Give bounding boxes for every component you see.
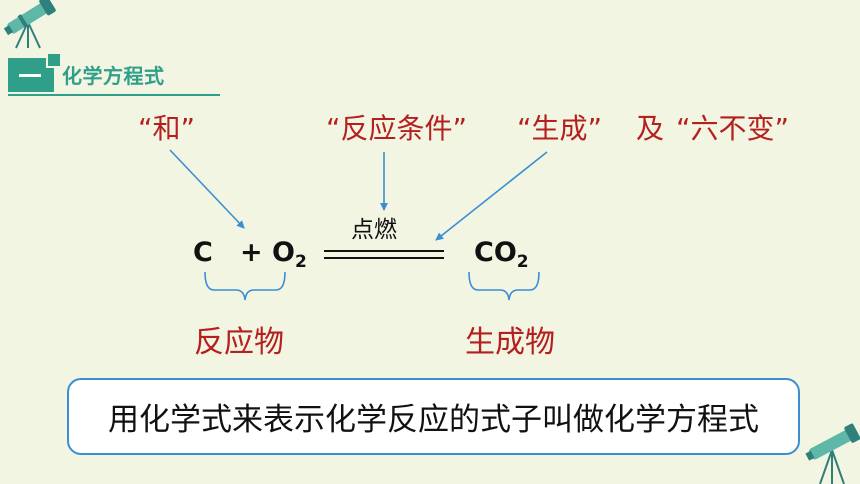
telescope-icon [3,0,56,49]
label-reactants: 反应物 [194,325,284,360]
label-six-unchanged: “六不变” [676,112,790,145]
label-products: 生成物 [465,325,555,360]
label-condition: “反应条件” [326,112,468,145]
section-underline [8,94,220,96]
product-co2: CO2 [474,237,529,273]
brace-products [468,271,540,301]
arrow-generate [435,151,548,241]
label-generate: “生成” [517,112,603,145]
label-he: “和” [138,112,196,145]
definition-text: 用化学式来表示化学反应的式子叫做化学方程式 [108,402,759,438]
label-and: 及 [636,112,665,145]
reaction-condition: 点燃 [351,217,397,243]
section-title: 化学方程式 [62,64,165,88]
telescope-icon-bottom [805,423,860,484]
brace-reactants [204,271,286,301]
reactant-oxygen: + O2 [240,237,307,273]
section-marker-corner [46,52,62,68]
arrow-he [169,149,245,229]
definition-box: 用化学式来表示化学反应的式子叫做化学方程式 [67,378,800,455]
reactant-carbon: C [193,237,213,268]
